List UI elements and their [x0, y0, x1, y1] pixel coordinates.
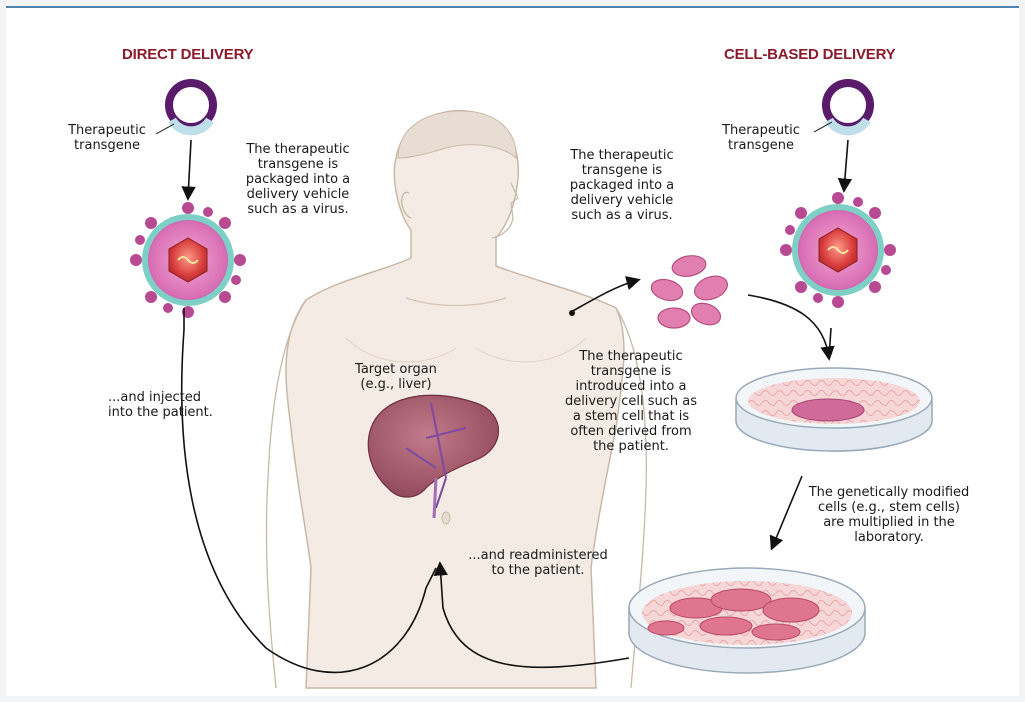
- plasmid-left-icon: [169, 83, 213, 131]
- label-introduced: The therapeutic transgene is introduced …: [546, 349, 716, 454]
- illustration: [6, 8, 1019, 696]
- culture-dish-large: [629, 568, 865, 673]
- label-multiplied: The genetically modified cells (e.g., st…: [794, 485, 984, 545]
- label-transgene-left: Therapeutic transgene: [52, 123, 162, 153]
- label-injected: ...and injected into the patient.: [108, 390, 248, 420]
- label-readministered: ...and readministered to the patient.: [458, 548, 618, 578]
- diagram-frame: DIRECT DELIVERY CELL-BASED DELIVERY Ther…: [6, 6, 1019, 696]
- plasmid-right-icon: [826, 83, 870, 131]
- label-packaged-right: The therapeutic transgene is packaged in…: [552, 148, 692, 223]
- label-packaged-left: The therapeutic transgene is packaged in…: [228, 142, 368, 217]
- virus-left-icon: [130, 202, 246, 318]
- virus-right-icon: [780, 192, 896, 308]
- label-transgene-right: Therapeutic transgene: [706, 123, 816, 153]
- heading-direct-delivery: DIRECT DELIVERY: [122, 46, 253, 63]
- label-target-organ: Target organ (e.g., liver): [336, 362, 456, 392]
- stem-cells-cluster: [649, 253, 731, 328]
- culture-dish-small: [736, 368, 932, 451]
- injection-point: [569, 310, 575, 316]
- heading-cell-based-delivery: CELL-BASED DELIVERY: [724, 46, 896, 63]
